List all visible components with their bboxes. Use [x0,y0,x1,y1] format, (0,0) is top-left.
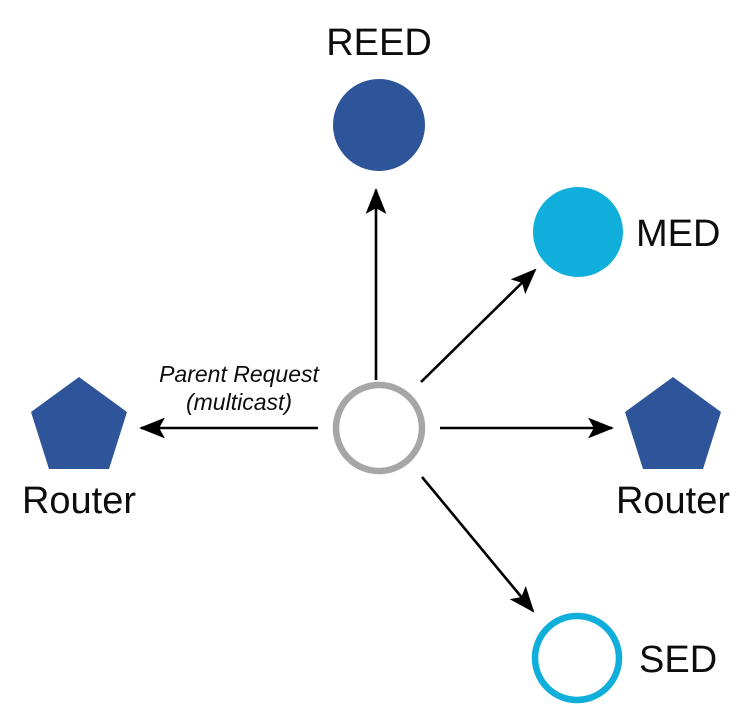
node-center-joining-device[interactable] [332,381,426,475]
center-node-circle-outline[interactable] [332,381,426,475]
node-router-right[interactable]: Router [616,377,730,522]
router-left-pentagon-icon[interactable] [31,377,127,469]
router-right-label: Router [616,480,730,522]
med-label: MED [636,213,720,255]
router-right-pentagon-icon[interactable] [625,377,721,469]
edge-center-to-sed [420,476,535,613]
edge-center-to-med [420,268,537,383]
sed-circle-outline-icon[interactable] [531,612,623,704]
node-sed[interactable]: SED [531,612,717,704]
edge-label-line2: (multicast) [186,389,292,415]
node-med[interactable]: MED [533,187,720,277]
med-circle-icon[interactable] [533,187,623,277]
reed-label: REED [326,22,432,64]
edge-label-line1: Parent Request [159,361,320,387]
node-reed[interactable]: REED [326,22,432,171]
edges-group [138,187,615,613]
sed-label: SED [639,639,717,681]
edge-label-parent-request: Parent Request (multicast) [159,361,320,415]
reed-circle-icon[interactable] [333,79,425,171]
node-router-left[interactable]: Router [22,377,136,522]
router-left-label: Router [22,480,136,522]
